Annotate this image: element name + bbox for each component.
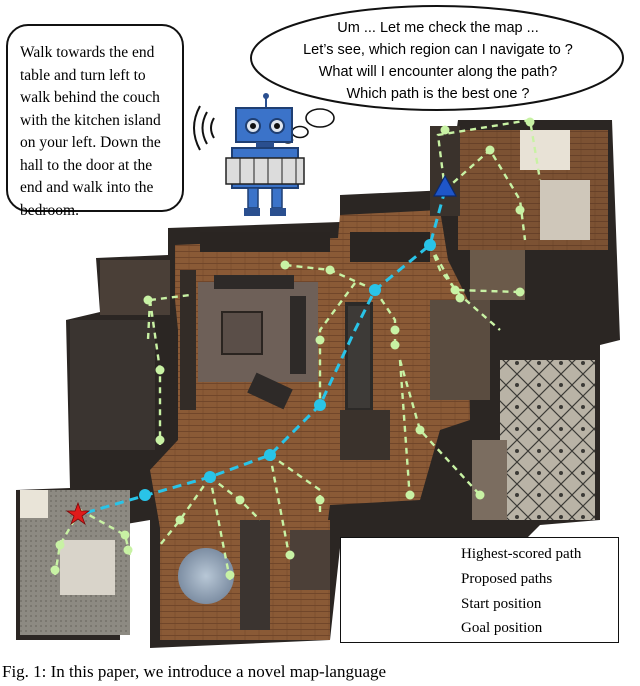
thought-line: Let’s see, which region can I navigate t… — [303, 42, 573, 58]
figure-caption: Fig. 1: In this paper, we introduce a no… — [2, 662, 387, 681]
thought-line: Um ... Let me check the map ... — [337, 20, 539, 36]
start-marker — [432, 174, 458, 197]
goal-marker — [65, 501, 91, 526]
robot-icon — [193, 93, 305, 216]
legend-row-goal: Goal position — [341, 618, 618, 642]
instruction-line: end and walk into the — [20, 179, 154, 196]
instruction-line: with the kitchen island — [20, 111, 161, 129]
legend-row-highest: Highest-scored path — [341, 544, 618, 568]
thought-text: Um ... Let me check the map ... Let’s se… — [262, 17, 614, 105]
legend-label-proposed: Proposed paths — [461, 571, 553, 587]
legend: Highest-scored path Proposed paths Start… — [340, 537, 619, 643]
legend-row-proposed: Proposed paths — [341, 569, 618, 593]
instruction-line: hall to the door at the — [20, 156, 153, 174]
thought-cloud — [250, 5, 624, 111]
instruction-bubble: Walk towards the end table and turn left… — [6, 24, 184, 219]
thought-line: Which path is the best one ? — [346, 86, 530, 102]
instruction-line: walk behind the couch — [20, 89, 160, 106]
instruction-line: Walk towards the end — [20, 44, 155, 61]
legend-label-highest: Highest-scored path — [461, 546, 582, 562]
instruction-line: bedroom. — [20, 201, 79, 219]
instruction-line: table and turn left to — [20, 66, 146, 84]
legend-label-goal: Goal position — [461, 620, 543, 636]
thought-line: What will I encounter along the path? — [318, 64, 558, 80]
instruction-line: on your left. Down the — [20, 134, 161, 151]
legend-row-start: Start position — [341, 594, 618, 618]
legend-label-start: Start position — [461, 596, 542, 612]
